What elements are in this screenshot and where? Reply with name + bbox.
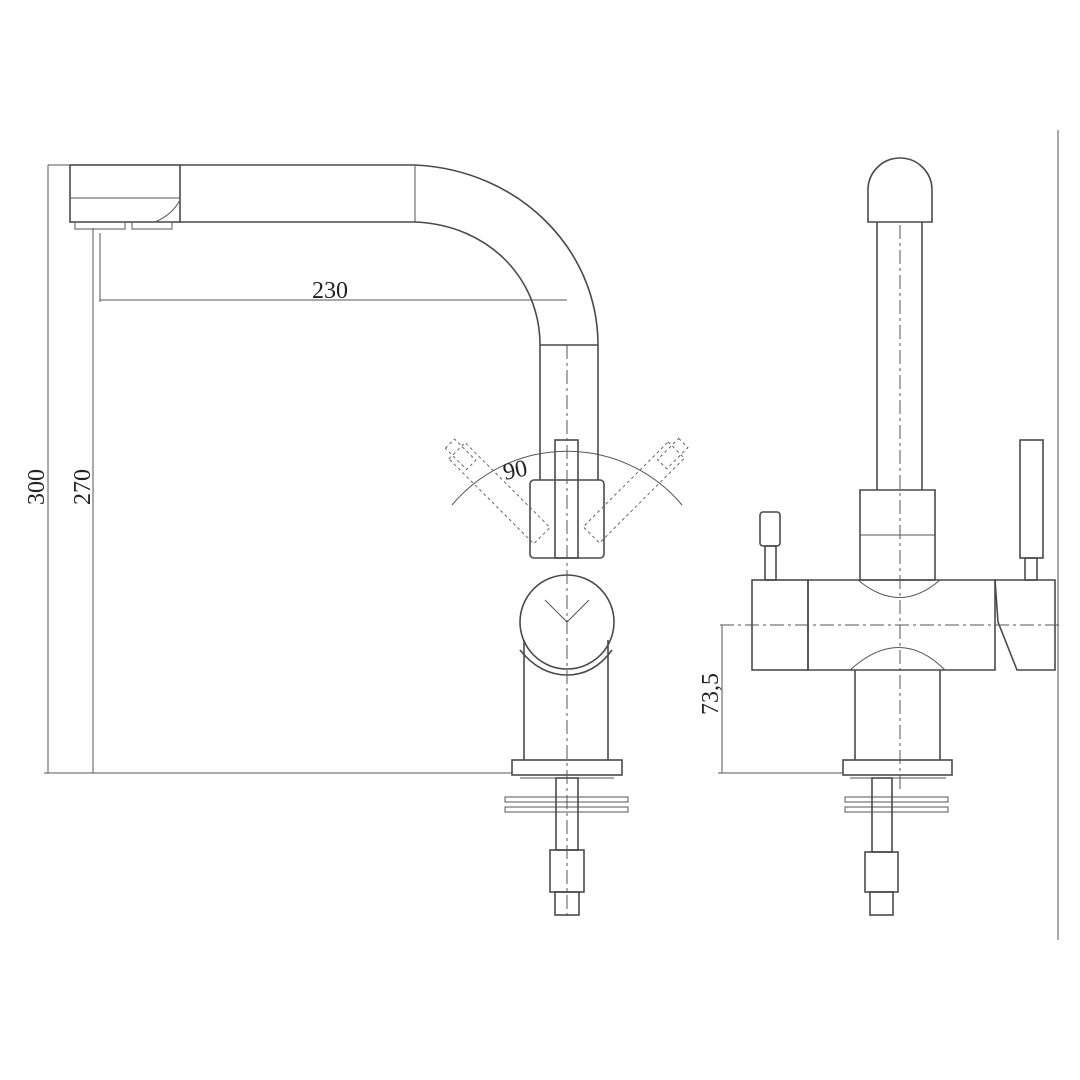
dim-270: 270 (70, 469, 96, 505)
body-and-mount (504, 345, 629, 920)
dim-230: 230 (312, 278, 348, 304)
dim-90-angle: 90 (501, 455, 530, 485)
spout (69, 164, 599, 480)
side-view: 230 300 270 90 (24, 164, 689, 920)
dim-300: 300 (24, 469, 50, 505)
dimension-lines (44, 164, 567, 774)
front-view: 73,5 (698, 130, 1062, 940)
dim-73-5: 73,5 (698, 673, 724, 715)
